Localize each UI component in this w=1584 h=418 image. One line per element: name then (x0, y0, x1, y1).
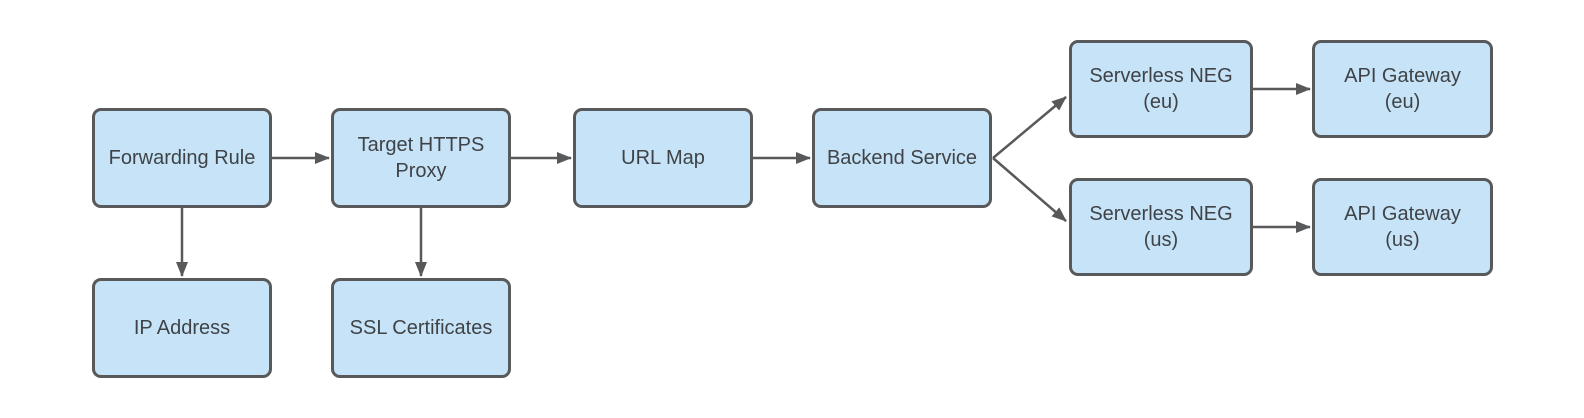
node-ip-address-label: IP Address (133, 317, 231, 339)
node-ssl-certificates-label: SSL Certificates (349, 317, 493, 339)
edge-backend-service-to-serverless-neg-eu (992, 96, 1067, 159)
node-url-map: URL Map (573, 108, 753, 208)
node-backend-service-label: Backend Service (826, 147, 978, 169)
node-forwarding-rule-label: Forwarding Rule (108, 147, 256, 169)
node-serverless-neg-us-label: Serverless NEG (us) (1089, 203, 1233, 251)
node-api-gateway-eu-label: API Gateway (eu) (1344, 65, 1461, 113)
node-api-gateway-eu: API Gateway (eu) (1312, 40, 1493, 138)
node-serverless-neg-eu: Serverless NEG (eu) (1069, 40, 1253, 138)
node-serverless-neg-us: Serverless NEG (us) (1069, 178, 1253, 276)
node-target-https-proxy: Target HTTPS Proxy (331, 108, 511, 208)
node-api-gateway-us: API Gateway (us) (1312, 178, 1493, 276)
node-serverless-neg-eu-label: Serverless NEG (eu) (1089, 65, 1233, 113)
node-ip-address: IP Address (92, 278, 272, 378)
edge-backend-service-to-serverless-neg-us (992, 157, 1067, 222)
node-ssl-certificates: SSL Certificates (331, 278, 511, 378)
node-target-https-proxy-label: Target HTTPS Proxy (357, 134, 485, 182)
node-api-gateway-us-label: API Gateway (us) (1344, 203, 1461, 251)
node-backend-service: Backend Service (812, 108, 992, 208)
node-forwarding-rule: Forwarding Rule (92, 108, 272, 208)
node-url-map-label: URL Map (621, 147, 705, 169)
